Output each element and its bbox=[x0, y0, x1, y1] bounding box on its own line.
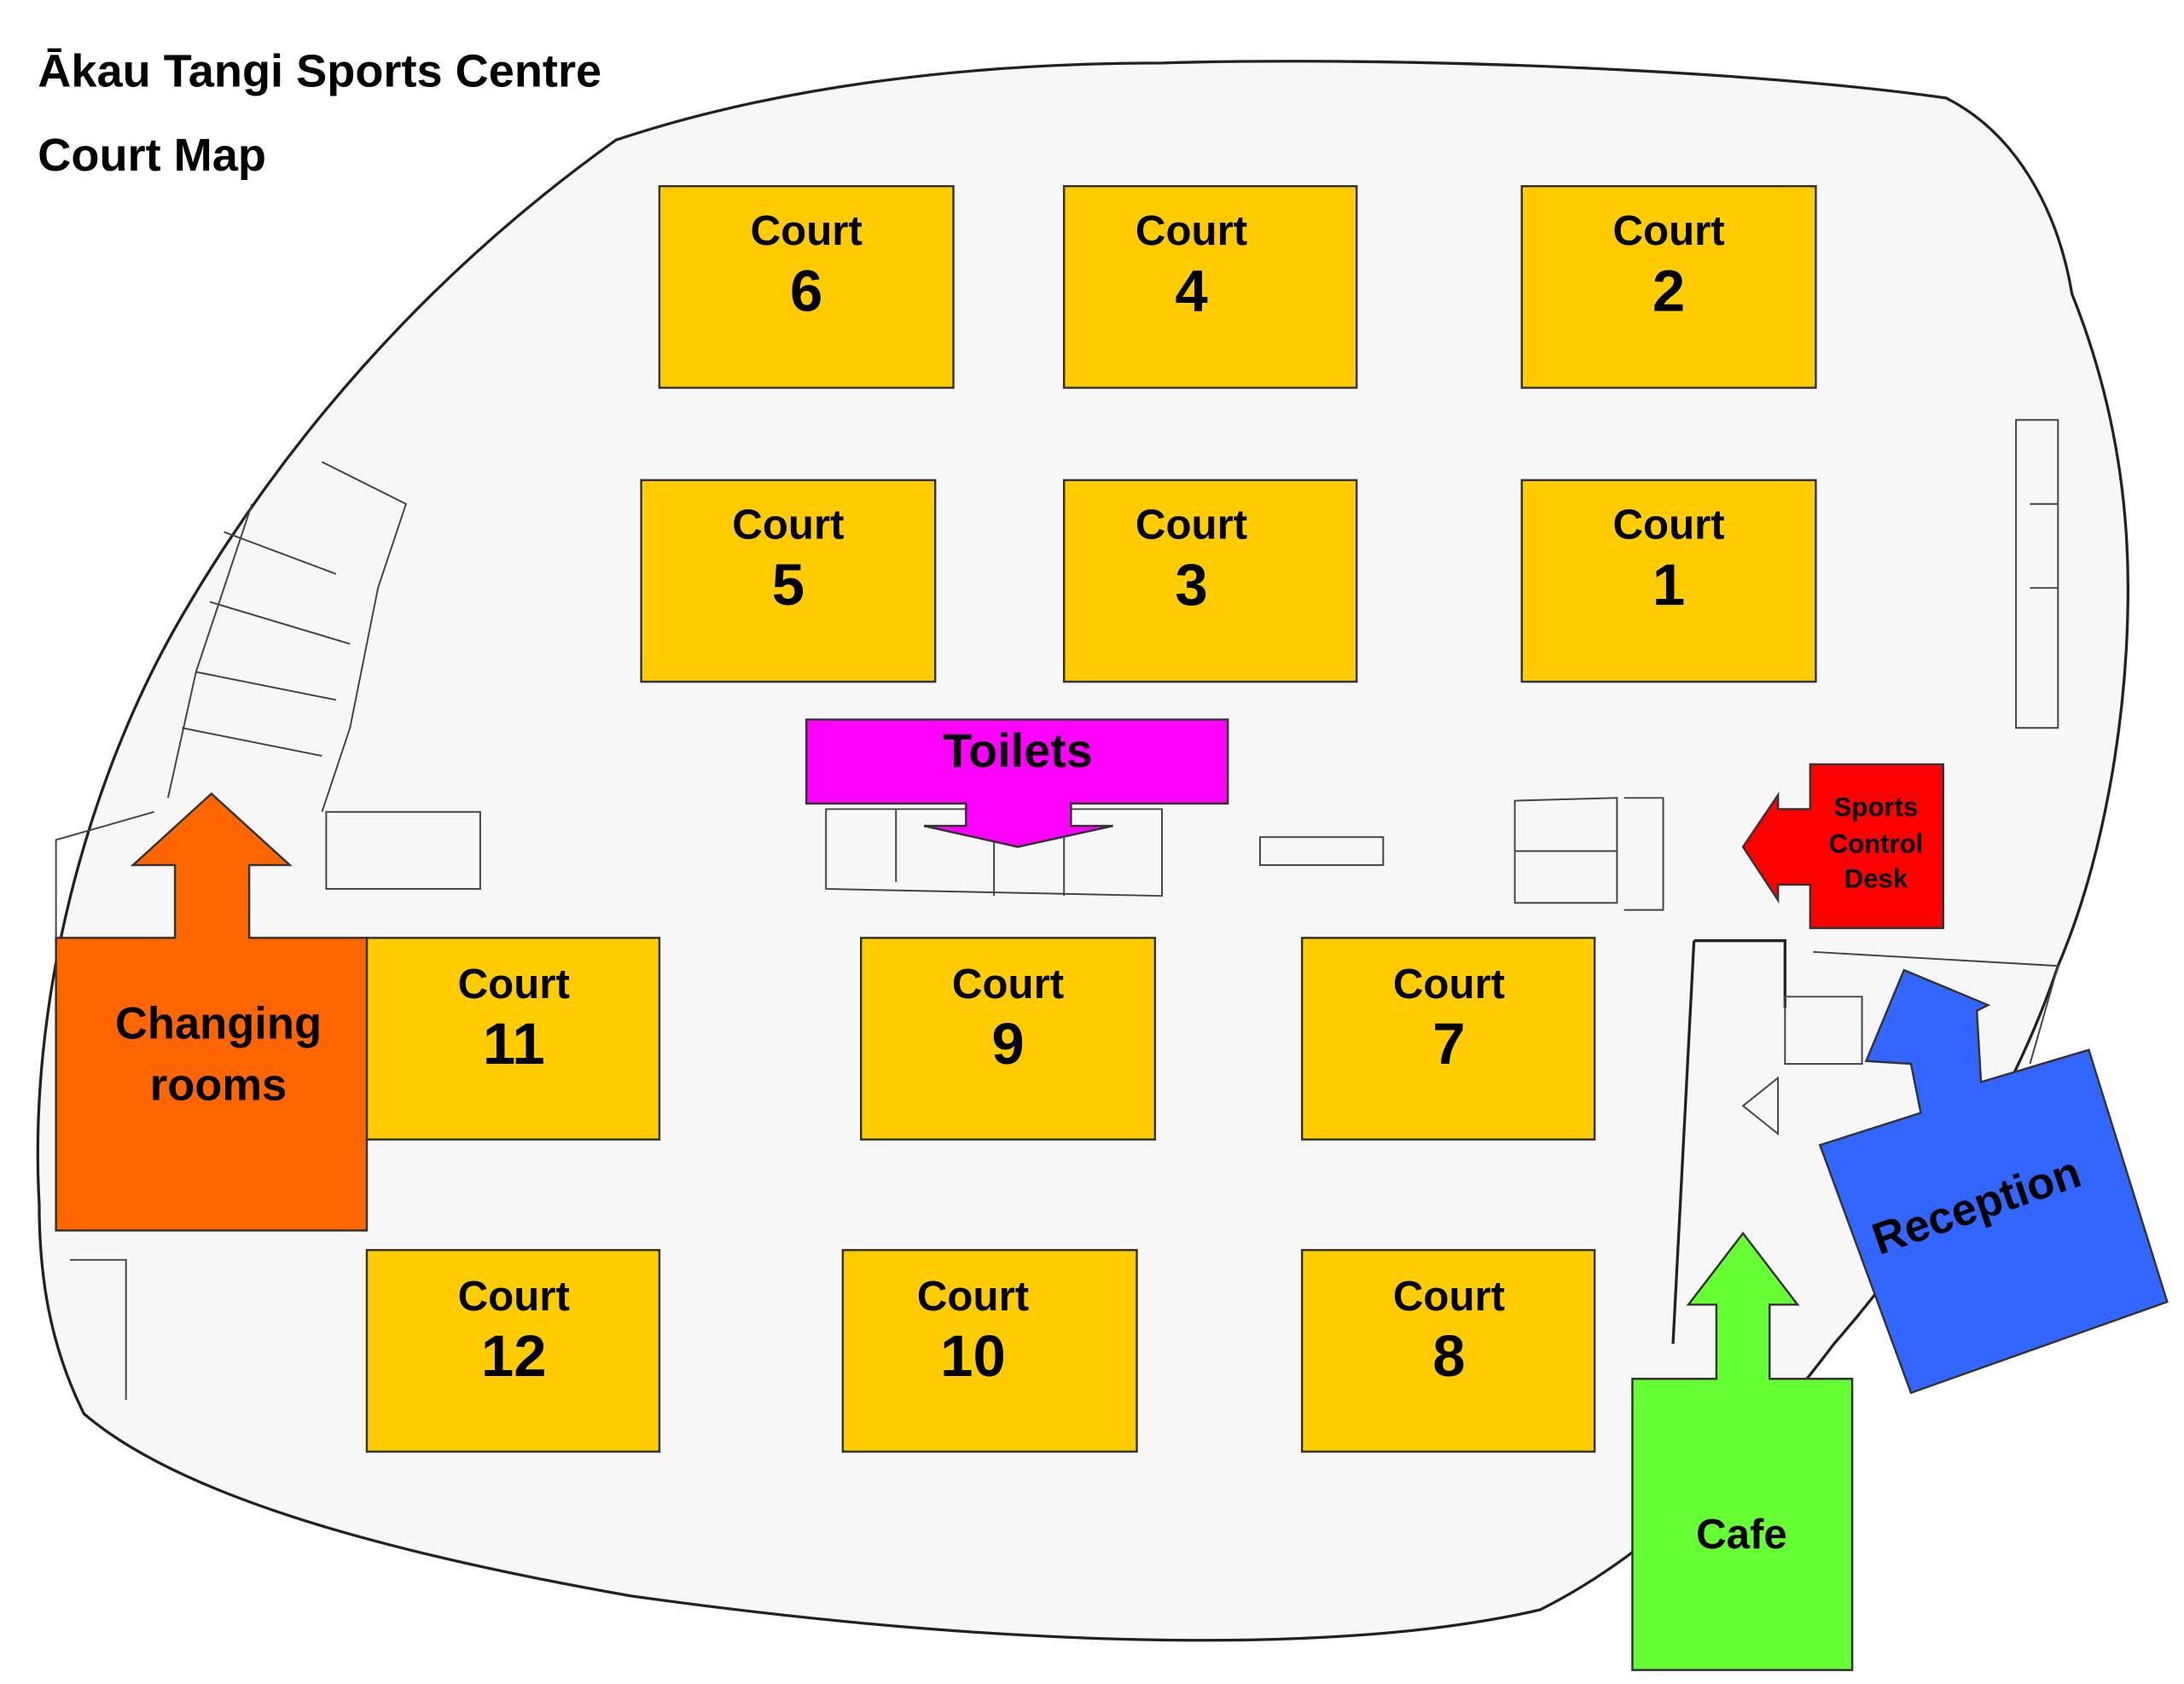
court-label: Court bbox=[1393, 961, 1505, 1007]
court-number: 7 bbox=[1432, 1011, 1465, 1077]
cafe-arrow-up-icon bbox=[1631, 1231, 1854, 1671]
changing-rooms-arrow-up-icon bbox=[55, 792, 369, 1232]
court-number: 9 bbox=[991, 1011, 1024, 1077]
changing-rooms-label-2: rooms bbox=[150, 1060, 287, 1111]
floorplan-details bbox=[55, 419, 2059, 1400]
court-label: Court bbox=[458, 1273, 570, 1320]
changing-rooms-label-1: Changing bbox=[115, 999, 322, 1049]
court-number: 6 bbox=[790, 258, 822, 323]
sports-control-desk-marker[interactable]: Sports Control Desk bbox=[1741, 763, 1944, 930]
toilets-arrow-down-icon bbox=[805, 718, 1229, 849]
sports-desk-label-1: Sports bbox=[1834, 793, 1919, 822]
court-label: Court bbox=[952, 961, 1064, 1007]
sports-desk-label-2: Control bbox=[1829, 828, 1924, 858]
court-label: Court bbox=[458, 961, 570, 1007]
court-number: 11 bbox=[483, 1011, 545, 1077]
building-outline bbox=[36, 60, 2130, 1642]
map-title: Ākau Tangi Sports Centre bbox=[38, 46, 601, 97]
cafe-marker[interactable]: Cafe bbox=[1631, 1231, 1854, 1671]
court-number: 10 bbox=[940, 1323, 1006, 1389]
court-number: 12 bbox=[481, 1323, 547, 1389]
court-label: Court bbox=[1612, 207, 1724, 254]
reception-marker[interactable]: Reception bbox=[1818, 968, 2169, 1395]
court-number: 5 bbox=[772, 552, 804, 618]
changing-rooms-marker[interactable]: Changing rooms bbox=[55, 792, 369, 1232]
court-number: 2 bbox=[1653, 258, 1685, 323]
court-label: Court bbox=[1136, 207, 1247, 254]
map-subtitle: Court Map bbox=[38, 130, 266, 181]
court-label: Court bbox=[1612, 502, 1724, 549]
toilets-marker[interactable]: Toilets bbox=[805, 718, 1229, 849]
court-label: Court bbox=[1136, 502, 1247, 549]
sports-desk-arrow-left-icon bbox=[1741, 763, 1944, 930]
cafe-label: Cafe bbox=[1696, 1511, 1787, 1558]
court-label: Court bbox=[751, 207, 863, 254]
court-number: 8 bbox=[1432, 1323, 1465, 1389]
sports-desk-label-3: Desk bbox=[1844, 863, 1908, 893]
court-label: Court bbox=[917, 1273, 1029, 1320]
court-label: Court bbox=[1393, 1273, 1505, 1320]
court-number: 3 bbox=[1175, 552, 1207, 618]
court-label: Court bbox=[732, 502, 844, 549]
court-number: 4 bbox=[1175, 258, 1207, 323]
toilets-label: Toilets bbox=[943, 723, 1093, 777]
reception-arrow-icon bbox=[1818, 968, 2169, 1395]
court-number: 1 bbox=[1653, 552, 1685, 618]
